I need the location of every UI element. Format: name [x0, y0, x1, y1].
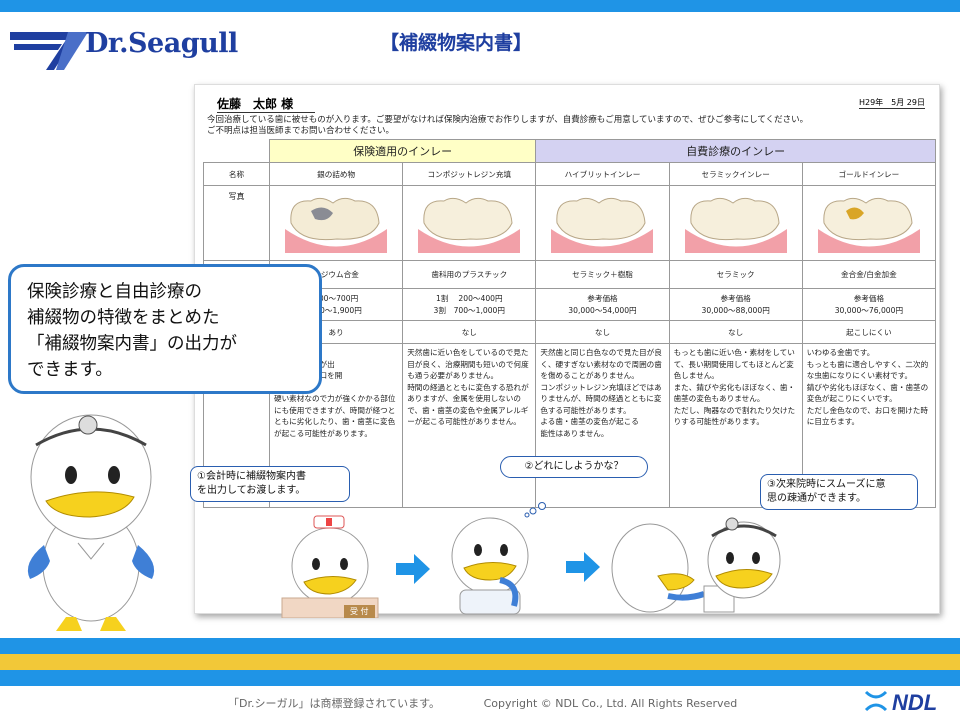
arrow-right-icon [566, 552, 600, 582]
tooth-silver-icon [268, 185, 404, 261]
patient-and-doctor-seagull-icon [611, 517, 781, 613]
footer-bar-blue [0, 670, 960, 686]
patient-name: 佐藤 太郎 様 [217, 95, 316, 113]
tooth-ceramic-icon [668, 185, 803, 261]
top-bar [0, 0, 960, 12]
svg-text:NDL: NDL [892, 690, 937, 715]
comparison-table: 保険適用のインレー 自費診療のインレー 名称 銀の詰め物 コンポジットレジン充填… [203, 139, 937, 508]
footer-bar-blue [0, 638, 960, 654]
step2-thought-bubble: ②どれにしようかな？ [500, 456, 648, 478]
ndl-logo-icon: NDL [864, 690, 937, 715]
thought-dots-icon [524, 502, 546, 518]
dr-seagull-logo-icon [10, 32, 88, 70]
table-row: 写真 [203, 185, 937, 261]
logo-text: Dr.Seagull [85, 28, 238, 59]
footer-bar-yellow [0, 654, 960, 670]
reception-sign: 受 付 [344, 605, 375, 618]
feature-callout: 保険診療と自由診療の 補綴物の特徴をまとめた 「補綴物案内書」の出力が できます… [8, 264, 322, 394]
arrow-right-icon [396, 554, 430, 584]
insurance-group-header: 保険適用のインレー [268, 139, 537, 163]
self-pay-group-header: 自費診療のインレー [535, 139, 936, 163]
intro-text: 今回治療している歯に被せものが入ります。ご要望がなければ保険内治療でお作りします… [207, 115, 809, 136]
tooth-hybrid-icon [535, 185, 670, 261]
table-row: 名称 銀の詰め物 コンポジットレジン充填 ハイブリットインレー セラミックインレ… [203, 162, 937, 186]
tooth-resin-icon [402, 185, 537, 261]
tooth-gold-icon [801, 185, 937, 261]
footer-text: 「Dr.シーガル」は商標登録されています。 Copyright © NDL Co… [228, 697, 738, 710]
seagull-doctor-mascot-icon [27, 414, 155, 631]
step3-bubble: ③次来院時にスムーズに意思の疎通ができます。 [760, 474, 918, 510]
patient-thinking-seagull-icon [451, 517, 529, 615]
page-title: 【補綴物案内書】 [380, 32, 533, 54]
step1-bubble: ①会計時に補綴物案内書を出力してお渡します。 [190, 466, 350, 502]
nurse-seagull-icon [281, 515, 379, 618]
document-date: H29年 5月 29日 [858, 98, 925, 109]
